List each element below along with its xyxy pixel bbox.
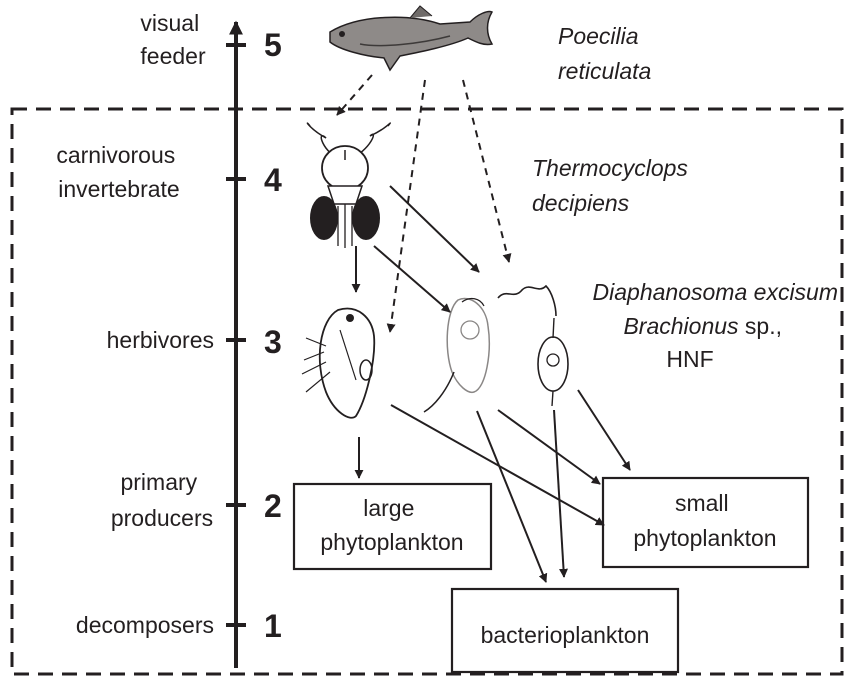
level-1-label: decomposers bbox=[76, 612, 214, 638]
level-2-number: 2 bbox=[264, 488, 282, 524]
arrow-flagellate-to-bacterio bbox=[554, 410, 564, 577]
fish-icon bbox=[330, 6, 492, 70]
level-4-number: 4 bbox=[264, 162, 282, 198]
level-3-label: herbivores bbox=[107, 327, 214, 353]
copepod-species-label: Thermocyclops decipiens bbox=[532, 155, 694, 216]
bacterioplankton-box: bacterioplankton bbox=[452, 589, 678, 672]
arrow-fish-to-cladoceran bbox=[390, 80, 425, 332]
level-4-label: carnivorous invertebrate bbox=[56, 142, 181, 202]
herbivore-species-label-2: Brachionus sp., bbox=[623, 313, 782, 339]
level-2-label: primary producers bbox=[111, 469, 213, 531]
copepod-icon bbox=[307, 123, 390, 248]
flagellate-icon bbox=[498, 286, 568, 406]
level-5-number: 5 bbox=[264, 27, 282, 63]
small-phytoplankton-box: small phytoplankton bbox=[603, 478, 808, 567]
arrow-copepod-to-rotifer-2 bbox=[374, 246, 450, 312]
arrow-flagellate-to-small-phyto bbox=[578, 390, 630, 470]
large-phytoplankton-box: large phytoplankton bbox=[294, 484, 491, 569]
level-1-number: 1 bbox=[264, 608, 282, 644]
rotifer-icon bbox=[424, 298, 489, 412]
herbivore-species-label-3: HNF bbox=[666, 346, 713, 372]
cladoceran-icon bbox=[302, 309, 374, 418]
level-3-number: 3 bbox=[264, 324, 282, 360]
svg-text:bacterioplankton: bacterioplankton bbox=[481, 622, 650, 648]
level-5-label: visual feeder bbox=[140, 10, 206, 69]
fish-species-label: Poecilia reticulata bbox=[558, 23, 651, 84]
arrow-copepod-to-rotifer bbox=[390, 186, 479, 272]
arrow-fish-to-flagellate bbox=[463, 80, 509, 262]
herbivore-species-label: Diaphanosoma excisum bbox=[593, 279, 838, 305]
